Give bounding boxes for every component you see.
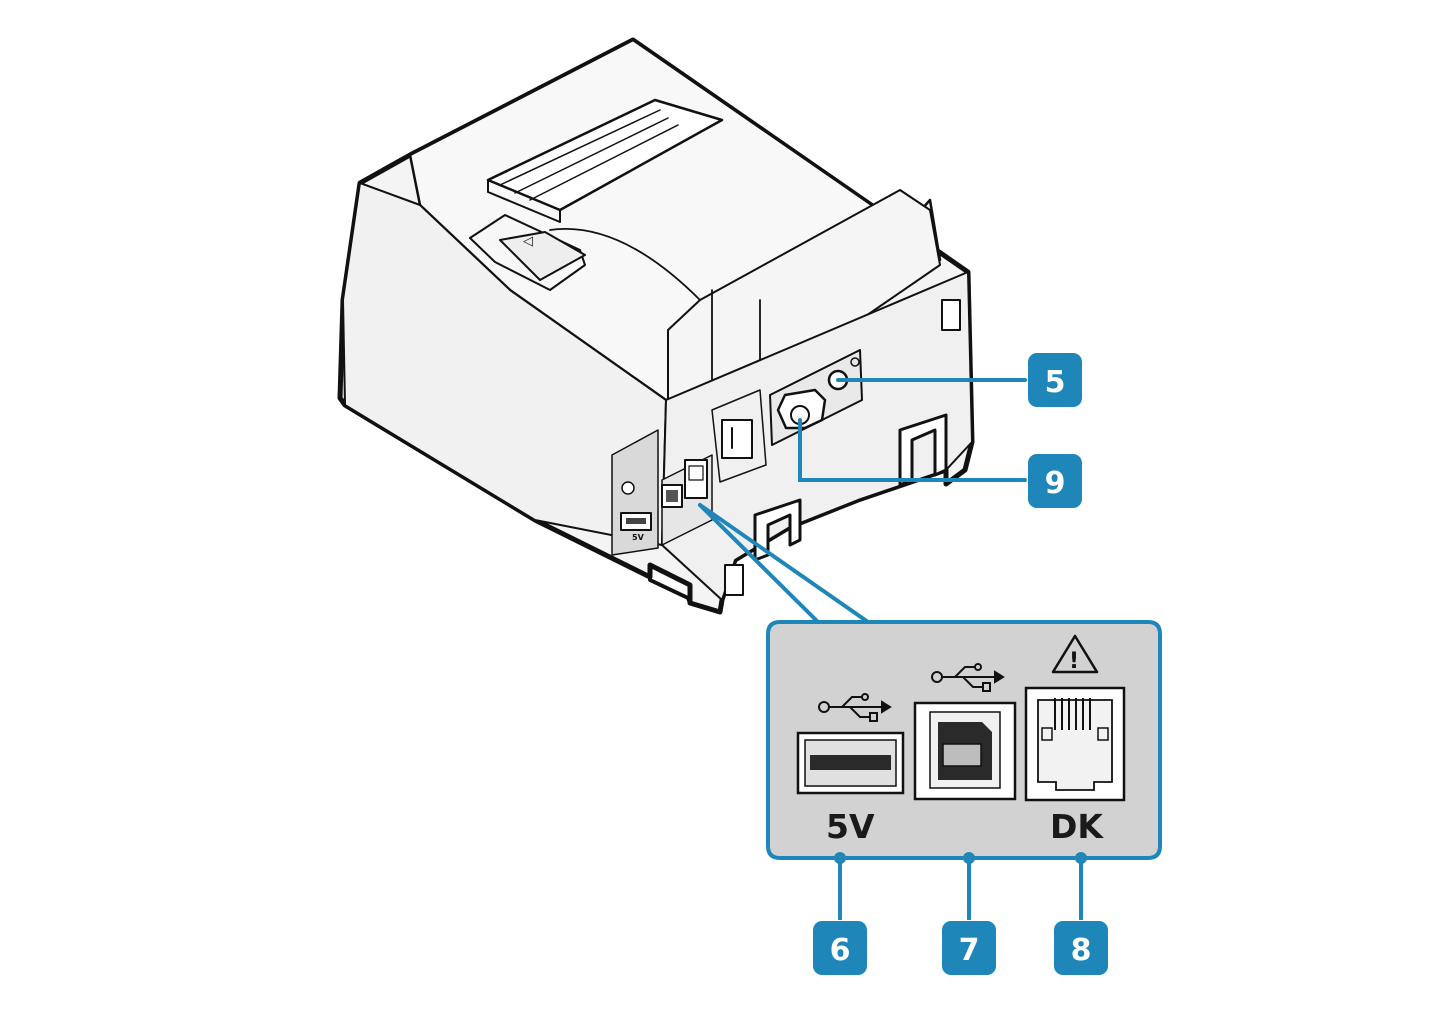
leader-lines bbox=[698, 378, 1027, 624]
svg-text:7: 7 bbox=[959, 933, 980, 968]
leader-9 bbox=[798, 418, 1027, 482]
dk-port bbox=[1024, 686, 1126, 802]
small-dk-port bbox=[684, 459, 708, 499]
base-notch bbox=[648, 563, 692, 605]
cable-slot-right bbox=[898, 413, 948, 487]
callout-8: 8 bbox=[1054, 921, 1108, 975]
leader-to-panel-left bbox=[698, 503, 820, 624]
port-detail-panel: 5V ! DK bbox=[766, 620, 1162, 920]
callout-5: 5 bbox=[1028, 353, 1082, 407]
callout-9: 9 bbox=[1028, 454, 1082, 508]
paper-outlet bbox=[486, 98, 724, 212]
cover-arrow-glyph: ◁ bbox=[523, 234, 533, 249]
svg-text:8: 8 bbox=[1071, 933, 1092, 968]
usb-icon bbox=[818, 693, 892, 722]
svg-text:6: 6 bbox=[830, 933, 851, 968]
svg-text:9: 9 bbox=[1045, 466, 1066, 501]
usb-b-port bbox=[913, 701, 1017, 801]
warning-mark: ! bbox=[1069, 649, 1079, 674]
leader-to-panel-right bbox=[698, 503, 870, 624]
svg-text:5: 5 bbox=[1045, 365, 1066, 400]
usb-a-port bbox=[796, 731, 905, 795]
usb-a-5v-label: 5V bbox=[826, 807, 875, 846]
callout-7: 7 bbox=[942, 921, 996, 975]
rear-face bbox=[661, 271, 973, 601]
cable-slot-center bbox=[753, 498, 802, 562]
printer-illustration: ◁ 5V bbox=[337, 37, 975, 615]
usb-icon bbox=[931, 663, 1005, 692]
warning-triangle-icon: ! bbox=[1051, 634, 1099, 674]
callout-6: 6 bbox=[813, 921, 867, 975]
small-5v-label: 5V bbox=[632, 533, 645, 542]
dk-label: DK bbox=[1050, 807, 1104, 846]
